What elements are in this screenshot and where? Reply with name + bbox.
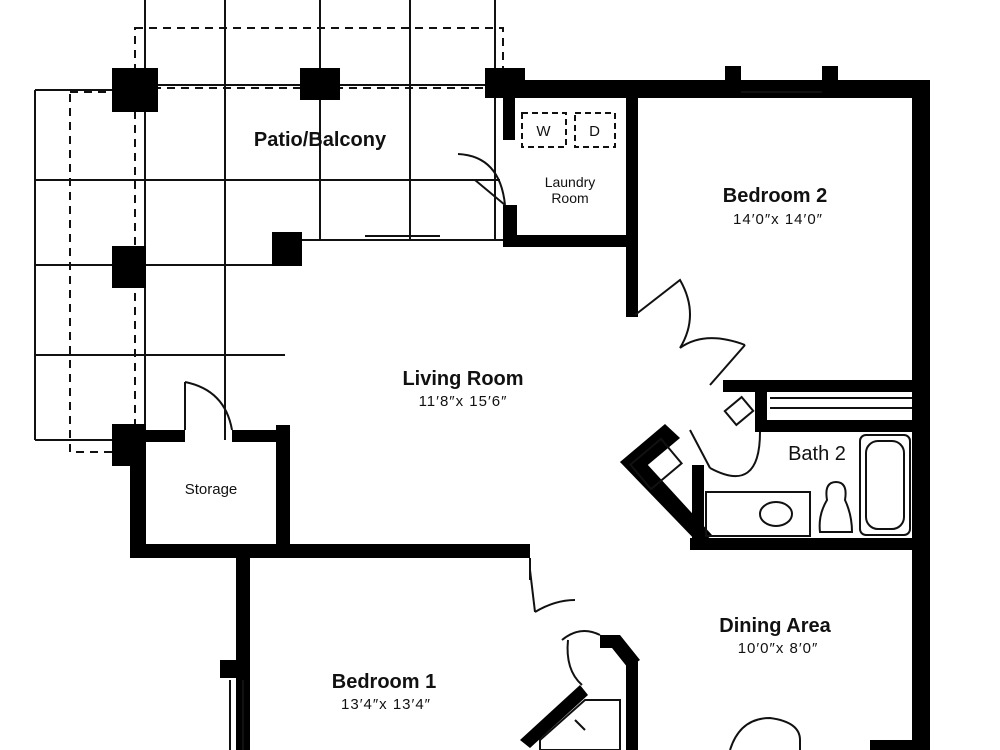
bedroom1-label: Bedroom 1 xyxy=(332,671,436,693)
living-label: Living Room xyxy=(402,368,523,390)
dining-dims: 10′0″x 8′0″ xyxy=(738,640,819,657)
dining-label: Dining Area xyxy=(719,615,831,637)
bedroom1-dims: 13′4″x 13′4″ xyxy=(341,696,431,713)
laundry-label-line1: Laundry xyxy=(545,174,596,190)
storage-label: Storage xyxy=(185,481,238,498)
windows xyxy=(229,91,822,750)
patio-label: Patio/Balcony xyxy=(254,129,387,151)
sink-icon xyxy=(759,501,793,527)
doors xyxy=(184,153,761,686)
bathtub-icon xyxy=(859,434,911,536)
room-labels: Patio/Balcony Laundry Room W D Bedroom 2… xyxy=(185,123,846,713)
washer-letter: W xyxy=(536,123,551,140)
bedroom2-label: Bedroom 2 xyxy=(723,185,827,207)
walls xyxy=(130,66,930,750)
fixtures xyxy=(521,112,912,750)
dryer-icon xyxy=(574,112,616,148)
toilet-icon xyxy=(818,480,854,533)
living-dims: 11′8″x 15′6″ xyxy=(419,393,508,410)
washer-icon xyxy=(521,112,567,148)
bath2-label: Bath 2 xyxy=(788,443,846,465)
dryer-letter: D xyxy=(589,123,601,140)
bedroom2-dims: 14′0″x 14′0″ xyxy=(733,211,823,228)
laundry-label-line2: Room xyxy=(551,190,588,206)
